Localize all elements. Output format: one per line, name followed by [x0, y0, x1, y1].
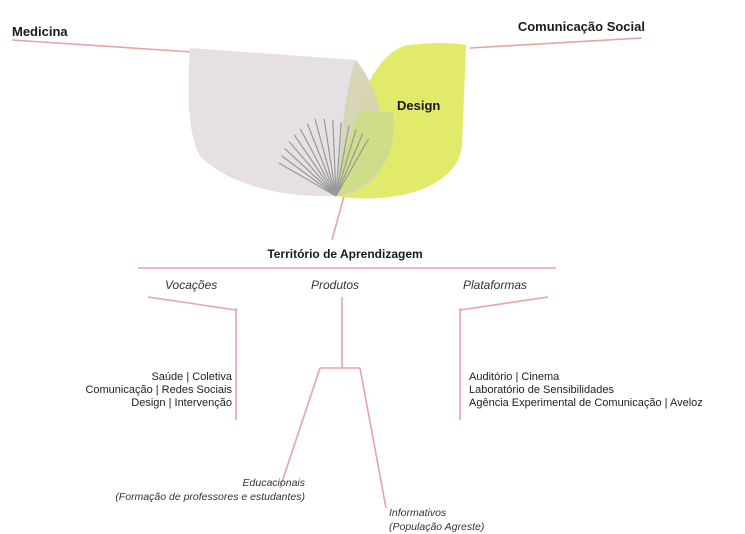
ray-line — [280, 155, 337, 197]
educacionais-block: Educacionais (Formação de professores e … — [115, 476, 305, 504]
plataformas-top-line — [459, 296, 549, 311]
ray-line — [306, 123, 337, 197]
ray-line — [293, 134, 337, 197]
vocacoes-item: Saúde | Coletiva — [151, 371, 232, 383]
vocacoes-item: Design | Intervenção — [131, 397, 232, 409]
center-stem-line — [331, 195, 345, 241]
ray-line — [288, 141, 337, 197]
ray-line — [314, 118, 337, 197]
informativos-label: Informativos — [389, 507, 447, 519]
ray-pattern — [278, 118, 370, 197]
ray-line — [323, 118, 337, 197]
plataformas-heading: Plataformas — [463, 278, 528, 292]
vocacoes-item: Comunicação | Redes Sociais — [85, 384, 232, 396]
informativos-block: Informativos (População Agreste) — [389, 506, 484, 534]
comunicacao-connector — [469, 37, 643, 49]
vocacoes-list: Saúde | Coletiva Comunicação | Redes Soc… — [85, 371, 232, 410]
medicina-label: Medicina — [12, 24, 68, 39]
plataformas-item: Auditório | Cinema — [469, 371, 560, 383]
ray-line — [335, 138, 370, 197]
ray-line — [299, 128, 337, 197]
plataformas-item: Laboratório de Sensibilidades — [469, 384, 614, 396]
informativos-branch-line — [359, 367, 387, 509]
plataformas-list: Auditório | Cinema Laboratório de Sensib… — [469, 371, 703, 410]
ray-line — [284, 147, 337, 197]
ray-line — [335, 122, 342, 197]
informativos-note: (População Agreste) — [389, 521, 485, 533]
ray-line — [335, 125, 350, 197]
ray-line — [278, 162, 337, 197]
plataformas-item: Agência Experimental de Comunicação | Av… — [469, 397, 703, 409]
vocacoes-heading: Vocações — [165, 278, 218, 292]
comunicacao-label: Comunicação Social — [517, 19, 645, 34]
medicina-connector — [11, 39, 193, 53]
educacionais-note: (Formação de professores e estudantes) — [115, 491, 305, 503]
vocacoes-top-line — [147, 296, 237, 311]
design-label: Design — [397, 98, 441, 113]
ray-line — [335, 128, 357, 197]
center-leaf — [336, 112, 394, 196]
produtos-heading: Produtos — [311, 278, 360, 292]
territory-title: Território de Aprendizagem — [267, 247, 423, 261]
ray-line — [332, 120, 337, 197]
ray-line — [335, 133, 364, 197]
educacionais-label: Educacionais — [242, 477, 305, 489]
educacionais-branch-line — [279, 367, 321, 489]
medicina-leaf — [188, 48, 356, 197]
